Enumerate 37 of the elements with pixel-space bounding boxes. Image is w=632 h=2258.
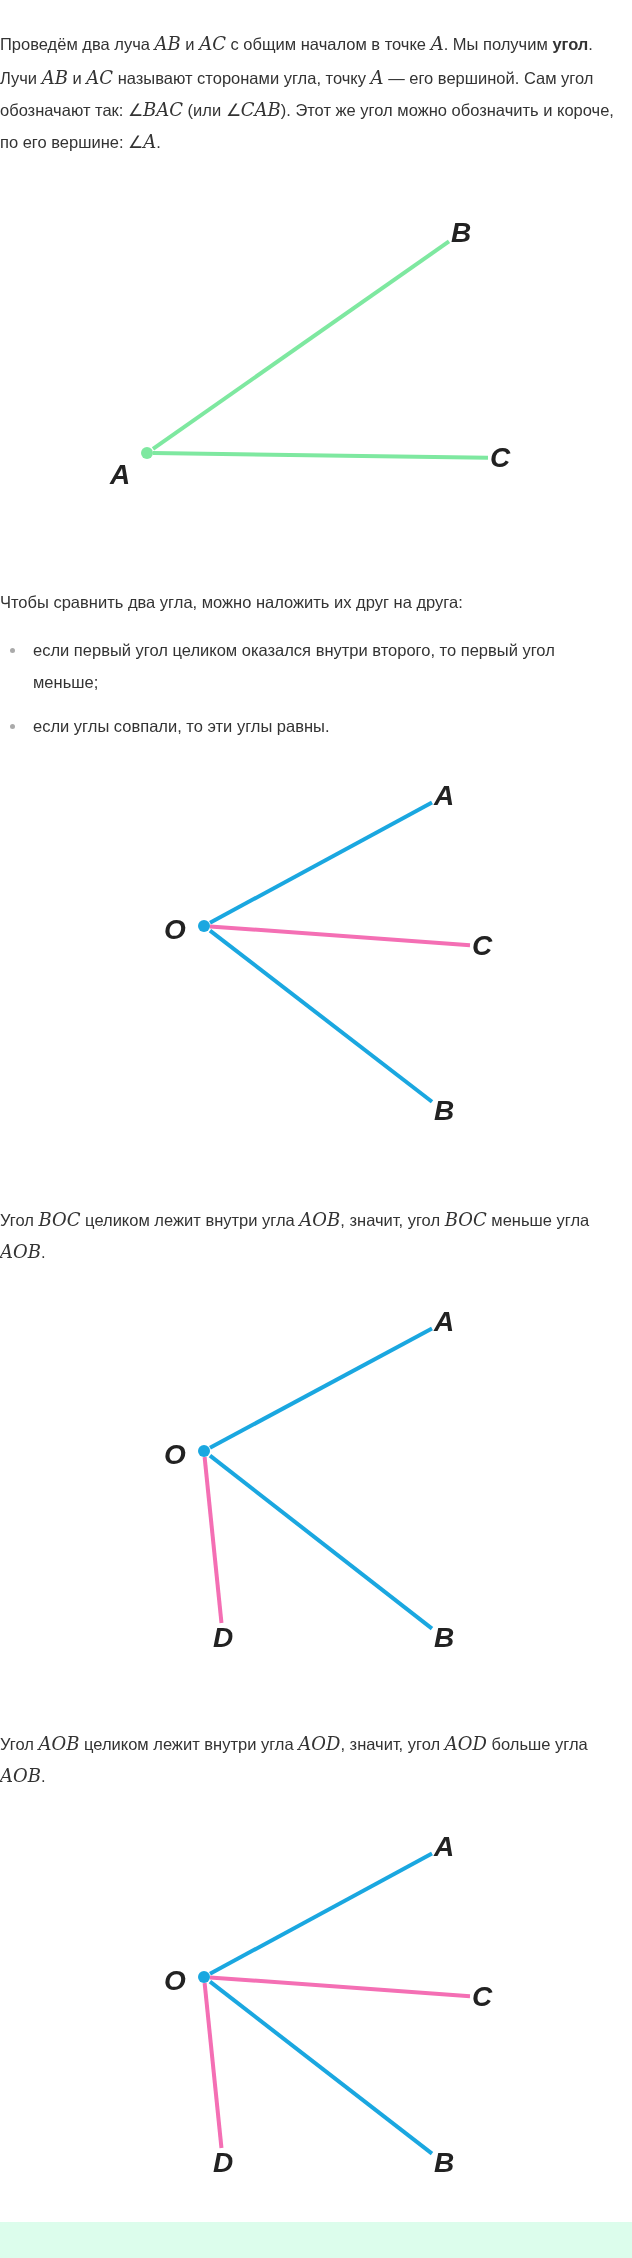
vertex-point bbox=[198, 920, 210, 932]
point-label: C bbox=[470, 931, 494, 961]
vertex-label: A bbox=[108, 460, 132, 490]
ray-line bbox=[209, 1326, 433, 1450]
point-label: A bbox=[432, 1307, 456, 1337]
ray-line bbox=[202, 1456, 224, 1624]
list-item-text: если углы совпали, то эти углы равны. bbox=[33, 716, 331, 737]
vertex-label: O bbox=[163, 915, 187, 945]
point-label: B bbox=[432, 1096, 456, 1126]
point-label: B bbox=[449, 218, 473, 248]
vertex-point bbox=[198, 1971, 210, 1983]
list-item-text: если первый угол целиком оказался внутри второго, то первый угол меньше; bbox=[33, 640, 556, 693]
paragraph-text: Чтобы сравнить два угла, можно наложить их друг на друга: bbox=[0, 592, 464, 613]
point-label: C bbox=[470, 1982, 494, 2012]
ray-line bbox=[208, 1454, 434, 1631]
ray-line bbox=[202, 1982, 224, 2149]
ray-line bbox=[208, 929, 434, 1104]
vertex-point bbox=[141, 447, 153, 459]
vertex-point bbox=[198, 1445, 210, 1457]
point-label: B bbox=[432, 1623, 456, 1653]
ray-line bbox=[209, 1975, 471, 1999]
ray-line bbox=[209, 924, 471, 948]
point-label: D bbox=[211, 1623, 235, 1653]
vertex-label: O bbox=[163, 1440, 187, 1470]
point-label: A bbox=[432, 781, 456, 811]
point-label: B bbox=[432, 2148, 456, 2178]
paragraph-text: Лучи AB и AC называют сторонами угла, точку A — его вершиной. Сам угол обозначают так: ∠BAC (или ∠CAB). Этот же угол можно обозначить и короче, по его вершине: ∠A. bbox=[0, 66, 615, 154]
ray-line bbox=[152, 451, 489, 460]
point-label: D bbox=[211, 2148, 235, 2178]
ray-line bbox=[209, 800, 433, 925]
point-label: C bbox=[488, 443, 512, 473]
vertex-label: O bbox=[163, 1966, 187, 1996]
ray-line bbox=[151, 239, 451, 451]
ray-line bbox=[209, 1851, 433, 1976]
paragraph-text: Проведём два луча AB и AC с общим началом в точке A. Мы получим угол. bbox=[0, 32, 594, 56]
point-label: A bbox=[432, 1832, 456, 1862]
ray-line bbox=[208, 1980, 434, 2156]
